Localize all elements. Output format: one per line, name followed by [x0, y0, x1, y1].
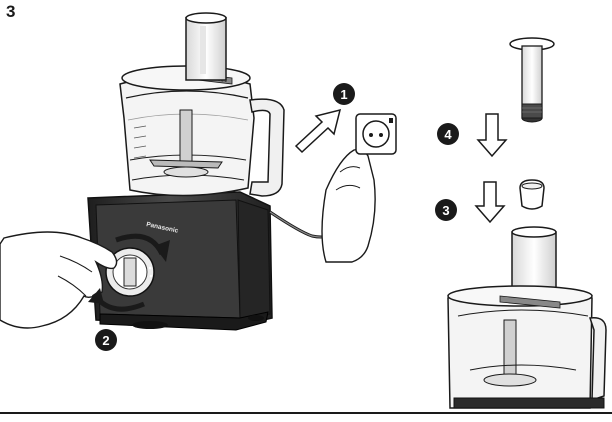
down-arrow-step-4	[476, 113, 508, 158]
callout-2-label: 2	[102, 333, 109, 348]
feed-tube	[185, 12, 227, 81]
step-number: 3	[6, 2, 16, 21]
hand-on-dial	[0, 231, 118, 329]
hand-on-plug	[321, 148, 376, 263]
plug-in-arrow	[294, 108, 342, 154]
work-bowl	[119, 74, 285, 197]
food-processor: Panasonic	[87, 12, 352, 331]
cap-piece	[519, 179, 545, 210]
callout-1-label: 1	[340, 87, 347, 102]
wall-socket	[355, 113, 397, 155]
down-arrow-step-3	[474, 181, 506, 224]
callout-4: 4	[437, 123, 459, 145]
callout-4-label: 4	[444, 127, 452, 142]
rotation-arrows	[88, 233, 170, 312]
food-pusher	[509, 37, 555, 123]
callout-1: 1	[333, 83, 355, 105]
callout-3: 3	[435, 199, 457, 221]
callout-2: 2	[95, 329, 117, 351]
control-dial	[105, 247, 155, 297]
callout-3-label: 3	[442, 203, 449, 218]
food-processor-detail	[447, 226, 607, 409]
